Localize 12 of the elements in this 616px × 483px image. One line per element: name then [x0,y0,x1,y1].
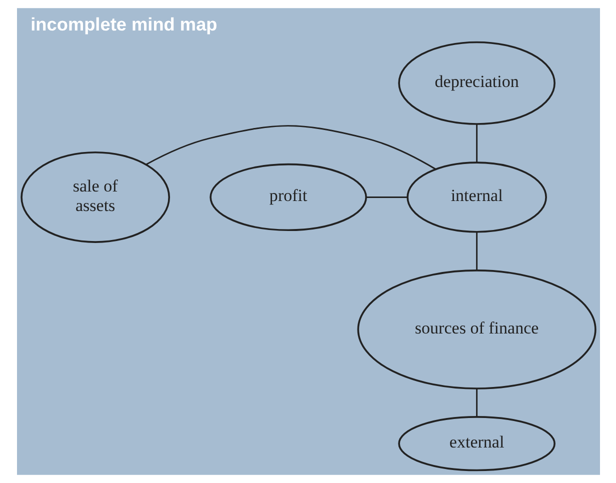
node-ellipse: profit [209,163,367,232]
node-ellipse: depreciation [398,41,555,125]
node-ellipse: external [398,416,555,472]
node-ellipse: sources of finance [356,270,596,390]
connector [476,388,478,417]
node-ellipse: sale of assets [20,151,170,243]
connector [476,124,478,162]
connector [145,125,436,170]
diagram-title: incomplete mind map [30,14,217,35]
connector [366,196,407,198]
connector [476,232,478,270]
node-ellipse: internal [406,162,546,233]
